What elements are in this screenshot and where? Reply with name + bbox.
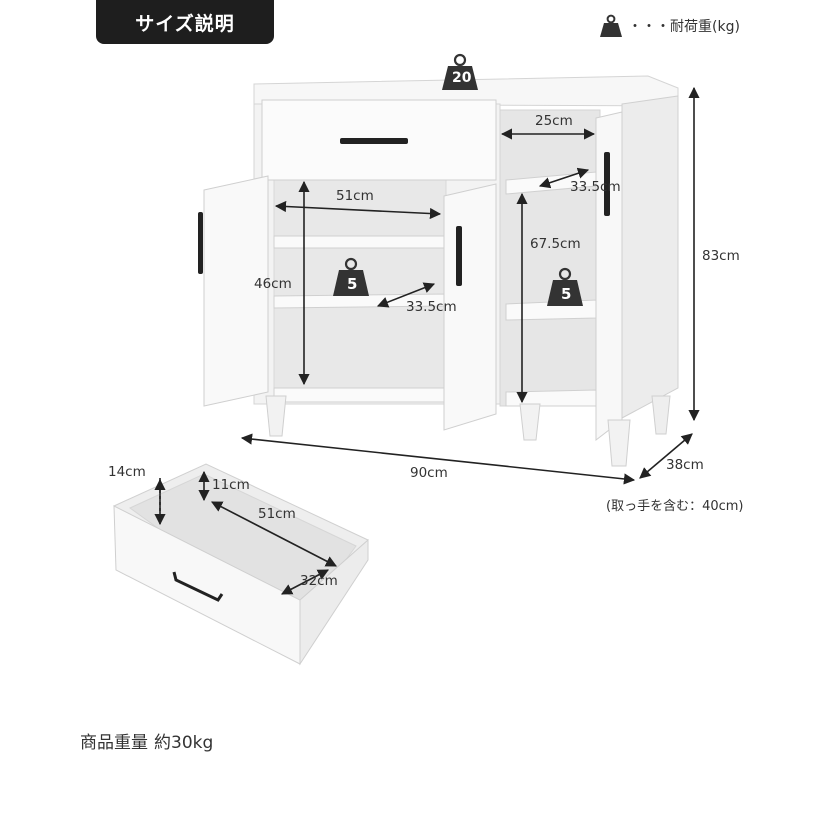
dim-total-height: 83cm <box>702 248 740 264</box>
dim-total-width: 90cm <box>410 465 448 481</box>
dim-drawer-outer-height: 14cm <box>108 464 146 480</box>
product-weight-value: 約30kg <box>154 733 214 753</box>
legend-text: ・・・耐荷重(kg) <box>628 19 740 35</box>
product-weight: 商品重量約30kg <box>80 728 219 753</box>
dim-drawer-inner-depth: 32cm <box>300 573 338 589</box>
dim-total-depth: 38cm <box>666 457 704 473</box>
weight-icon-top <box>442 53 478 90</box>
weight-icon <box>600 14 622 37</box>
dim-left-depth: 33.5cm <box>406 299 457 315</box>
dim-drawer-width: 51cm <box>336 188 374 204</box>
dim-drawer-inner-width: 51cm <box>258 506 296 522</box>
load-top: 20 <box>452 70 472 86</box>
weight-icon-shelf-left <box>333 257 369 296</box>
load-shelf-right: 5 <box>561 285 572 303</box>
product-weight-label: 商品重量 <box>80 733 148 753</box>
load-legend: ・・・耐荷重(kg) <box>598 13 740 39</box>
dim-right-height: 67.5cm <box>530 236 581 252</box>
dim-right-width: 25cm <box>535 113 573 129</box>
load-shelf-left: 5 <box>347 275 358 293</box>
section-tag: サイズ説明 <box>96 0 274 44</box>
dim-drawer-inner-height: 11cm <box>212 477 250 493</box>
dim-depth-with-handle: (取っ手を含む：40cm) <box>606 499 744 514</box>
weight-icon-shelf-right <box>547 267 583 306</box>
dim-left-height: 46cm <box>254 276 292 292</box>
dim-right-depth: 33.5cm <box>570 179 621 195</box>
